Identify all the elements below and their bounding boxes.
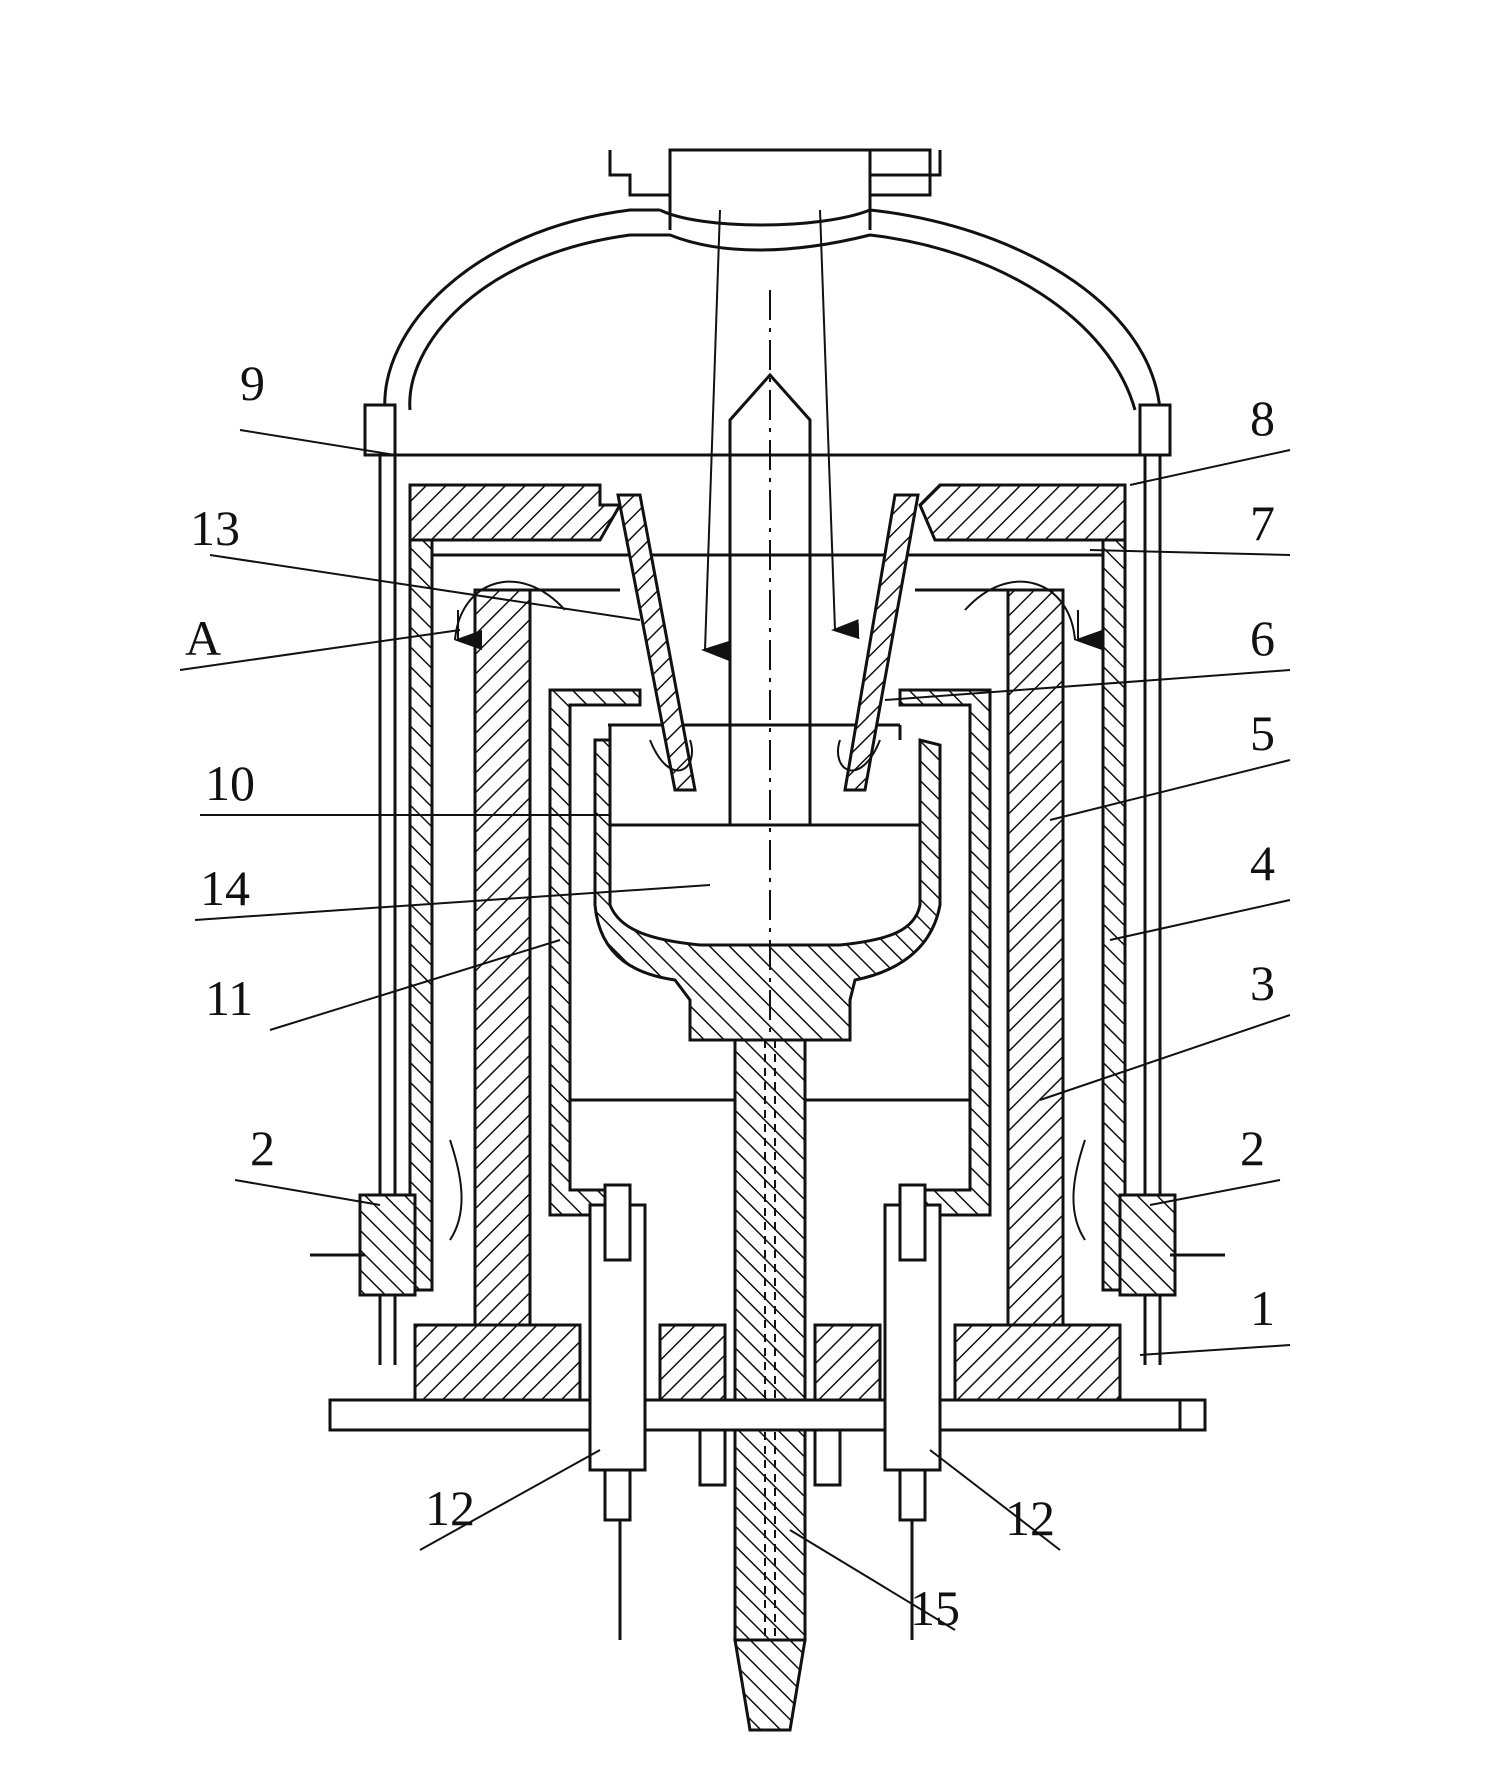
label-8: 8 [1250, 390, 1275, 446]
label-13: 13 [190, 500, 240, 556]
top-inlet-flange [608, 148, 942, 230]
label-A: A [185, 610, 221, 666]
electrode-right [883, 1183, 942, 1640]
crucible [593, 723, 942, 1042]
label-11: 11 [205, 970, 253, 1026]
bottom-base [328, 1323, 1207, 1487]
dome-head [383, 208, 1162, 411]
label-14: 14 [200, 860, 250, 916]
label-12-right: 12 [1005, 1490, 1055, 1546]
label-2-right: 2 [1240, 1120, 1265, 1176]
flow-arrows [449, 209, 1102, 1241]
outer-insulation-jacket [408, 538, 1127, 1292]
top-cover-plate [408, 483, 1127, 542]
feed-cone [616, 290, 920, 1270]
label-6: 6 [1250, 610, 1275, 666]
label-1: 1 [1250, 1280, 1275, 1336]
gas-port-right [1118, 1193, 1225, 1297]
gas-port-left [310, 1193, 417, 1297]
rotating-shaft [733, 1038, 807, 1732]
label-3: 3 [1250, 955, 1275, 1011]
label-15: 15 [910, 1580, 960, 1636]
leader-lines [179, 429, 1291, 1631]
label-7: 7 [1250, 495, 1275, 551]
electrode-left [588, 1183, 647, 1640]
label-2-left: 2 [250, 1120, 275, 1176]
label-5: 5 [1250, 705, 1275, 761]
inner-liner [548, 688, 992, 1217]
part-labels: 9 8 13 7 A 6 10 5 14 4 11 3 2 2 1 12 12 … [185, 355, 1275, 1636]
label-4: 4 [1250, 835, 1275, 891]
label-9: 9 [240, 355, 265, 411]
label-10: 10 [205, 755, 255, 811]
label-12-left: 12 [425, 1480, 475, 1536]
